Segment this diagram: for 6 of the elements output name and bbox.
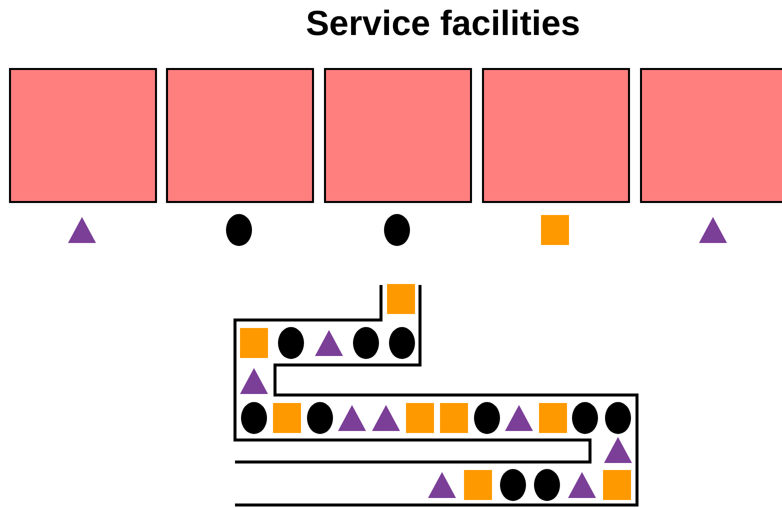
title: Service facilities [304, 4, 582, 44]
service-box [482, 68, 630, 203]
service-box [166, 68, 314, 203]
service-box [324, 68, 472, 203]
service-box [640, 68, 782, 203]
service-box [9, 68, 157, 203]
